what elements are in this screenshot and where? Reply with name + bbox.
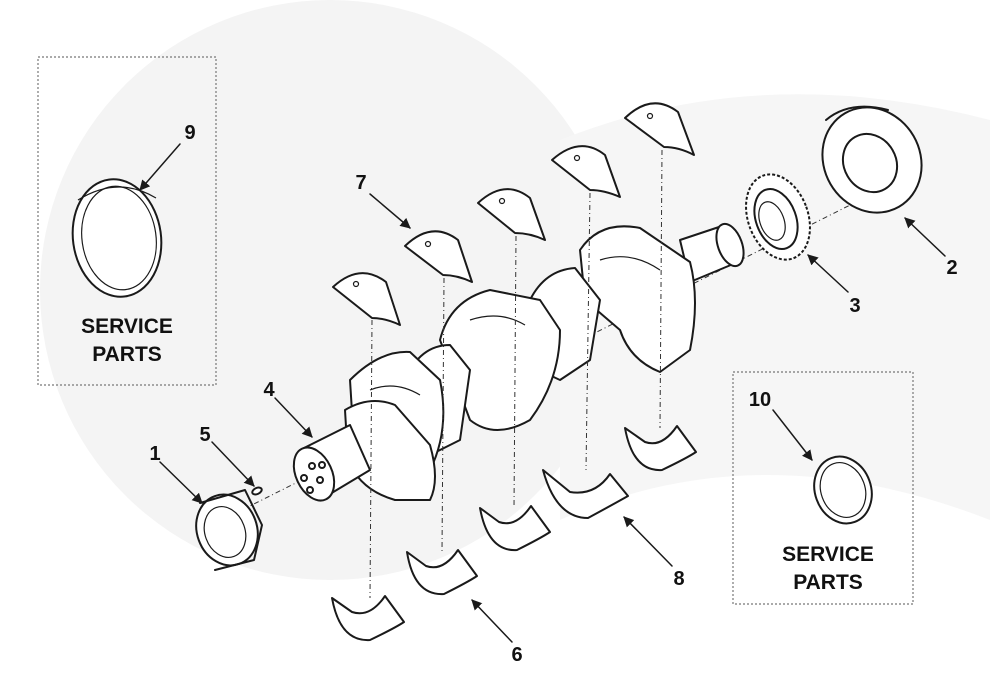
callout-8: 8 bbox=[673, 568, 684, 590]
callout-5: 5 bbox=[199, 424, 210, 446]
callout-2: 2 bbox=[946, 257, 957, 279]
pulley-ring-part bbox=[821, 105, 923, 214]
service-parts-right-line2: PARTS bbox=[793, 571, 863, 594]
leader-arrows bbox=[139, 143, 946, 643]
upper-bearing-shells bbox=[332, 102, 695, 326]
callout-4: 4 bbox=[263, 379, 275, 401]
dowel-pin-part bbox=[251, 486, 263, 496]
alignment-lines bbox=[369, 149, 663, 599]
callout-1: 1 bbox=[149, 443, 160, 465]
service-parts-box-left: SERVICE PARTS bbox=[37, 56, 217, 386]
front-gear-part bbox=[195, 489, 263, 571]
callout-3: 3 bbox=[849, 295, 860, 317]
service-parts-left-line1: SERVICE bbox=[81, 315, 173, 338]
callout-7: 7 bbox=[355, 172, 366, 194]
service-parts-box-right: SERVICE PARTS bbox=[732, 371, 914, 605]
callout-numbers: 1 2 3 4 5 6 7 8 9 10 bbox=[149, 122, 957, 666]
callout-10: 10 bbox=[749, 389, 771, 411]
service-parts-right-line1: SERVICE bbox=[782, 543, 874, 566]
crankshaft-part bbox=[292, 222, 745, 502]
service-parts-left-line2: PARTS bbox=[92, 343, 162, 366]
gear-part bbox=[745, 173, 811, 261]
callout-6: 6 bbox=[511, 644, 522, 666]
callout-9: 9 bbox=[184, 122, 195, 144]
lower-bearing-shells bbox=[331, 425, 697, 642]
